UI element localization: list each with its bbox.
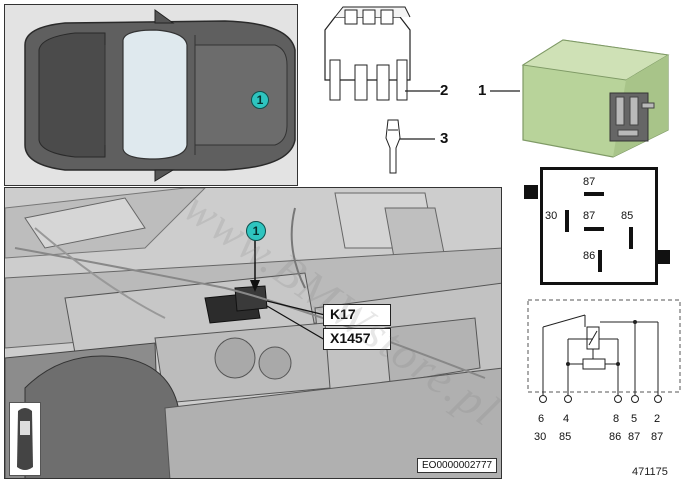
leader-relay: [490, 90, 520, 92]
pin-label-top: 87: [583, 176, 596, 188]
pin-slot-bottom: [598, 250, 602, 272]
circuit-terminal-4: 5: [631, 413, 638, 425]
pin-slot-center: [584, 227, 604, 231]
circuit-terminal-2: 4: [563, 413, 570, 425]
installation-detail-panel: 1 K17 X1457 EO0000002777: [4, 187, 502, 479]
circuit-terminal-5: 2: [654, 413, 661, 425]
pin-slot-right: [629, 227, 633, 249]
circuit-terminal-3: 8: [613, 413, 620, 425]
pin-label-left: 30: [545, 210, 558, 222]
leader-socket: [405, 90, 440, 92]
image-number: 471175: [632, 466, 668, 478]
leader-terminal: [400, 138, 435, 140]
part-number-socket: 2: [440, 82, 449, 99]
circuit-function-5: 87: [651, 431, 664, 443]
pin-slot-left: [565, 210, 569, 232]
relay-photo: [521, 39, 670, 158]
relay-circuit-schematic: [527, 299, 681, 403]
callout-detail: 1: [246, 221, 266, 241]
circuit-function-1: 30: [534, 431, 547, 443]
car-silhouette-icon: [17, 408, 33, 470]
circuit-terminal-1: 6: [538, 413, 545, 425]
pin-label-center: 87: [583, 210, 596, 222]
diagram-code: EO0000002777: [417, 458, 498, 473]
relay-pin-layout: 87 30 87 85 86: [540, 167, 658, 285]
circuit-function-4: 87: [628, 431, 641, 443]
relay-socket-drawing: [324, 6, 411, 101]
pin-slot-top: [584, 192, 604, 196]
terminal-drawing: [385, 119, 401, 174]
circuit-function-2: 85: [559, 431, 572, 443]
connector-label-x1457: X1457: [323, 328, 391, 350]
connector-label-k17: K17: [323, 304, 391, 326]
car-top-view: [24, 9, 296, 182]
part-number-relay: 1: [478, 82, 487, 99]
part-number-terminal: 3: [440, 130, 449, 147]
vehicle-orientation-icon: [9, 402, 41, 476]
callout-overview: 1: [251, 91, 269, 109]
pin-label-right: 85: [621, 210, 634, 222]
pin-label-bottom: 86: [583, 250, 596, 262]
circuit-function-3: 86: [609, 431, 622, 443]
relay-layout-tab-left: [524, 185, 538, 199]
relay-layout-tab-right: [658, 250, 670, 264]
car-overview-panel: 1: [4, 4, 298, 186]
